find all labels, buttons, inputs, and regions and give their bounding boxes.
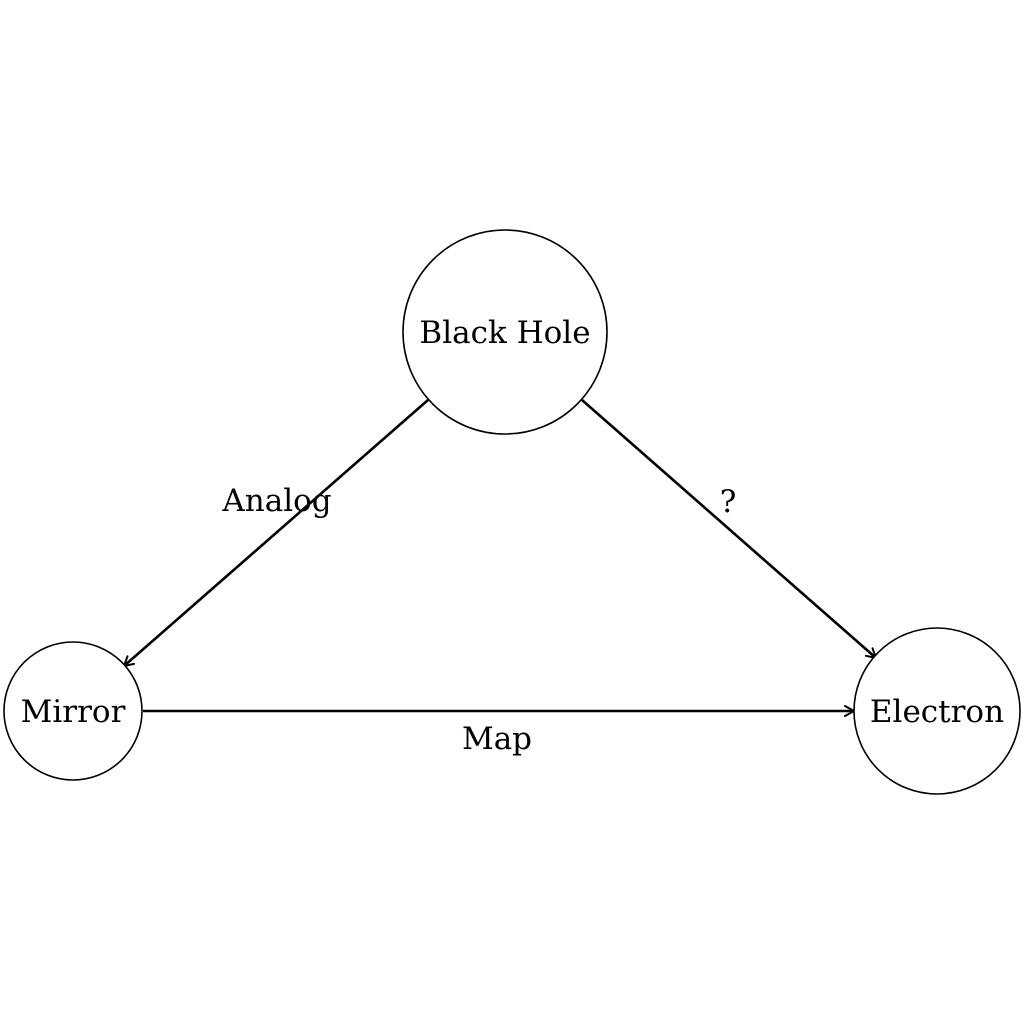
node-black-hole-circle: [402, 229, 608, 435]
edge-black-hole-to-electron: ?: [581, 399, 877, 659]
node-mirror: Mirror: [3, 641, 143, 781]
node-black-hole: Black Hole: [402, 229, 608, 435]
node-black-hole-label: Black Hole: [419, 315, 590, 351]
edge-label-analog: Analog: [221, 483, 331, 519]
node-mirror-label: Mirror: [21, 694, 126, 730]
edge-line-unknown: [581, 399, 877, 659]
node-electron-circle: [853, 627, 1021, 795]
node-mirror-circle: [3, 641, 143, 781]
node-electron: Electron: [853, 627, 1021, 795]
edge-label-map: Map: [462, 721, 532, 757]
edge-mirror-to-electron: Map: [143, 705, 855, 757]
edge-label-unknown: ?: [720, 484, 737, 520]
edge-line-analog: [123, 399, 429, 667]
edge-black-hole-to-mirror: Analog: [123, 399, 429, 667]
node-electron-label: Electron: [870, 694, 1004, 730]
